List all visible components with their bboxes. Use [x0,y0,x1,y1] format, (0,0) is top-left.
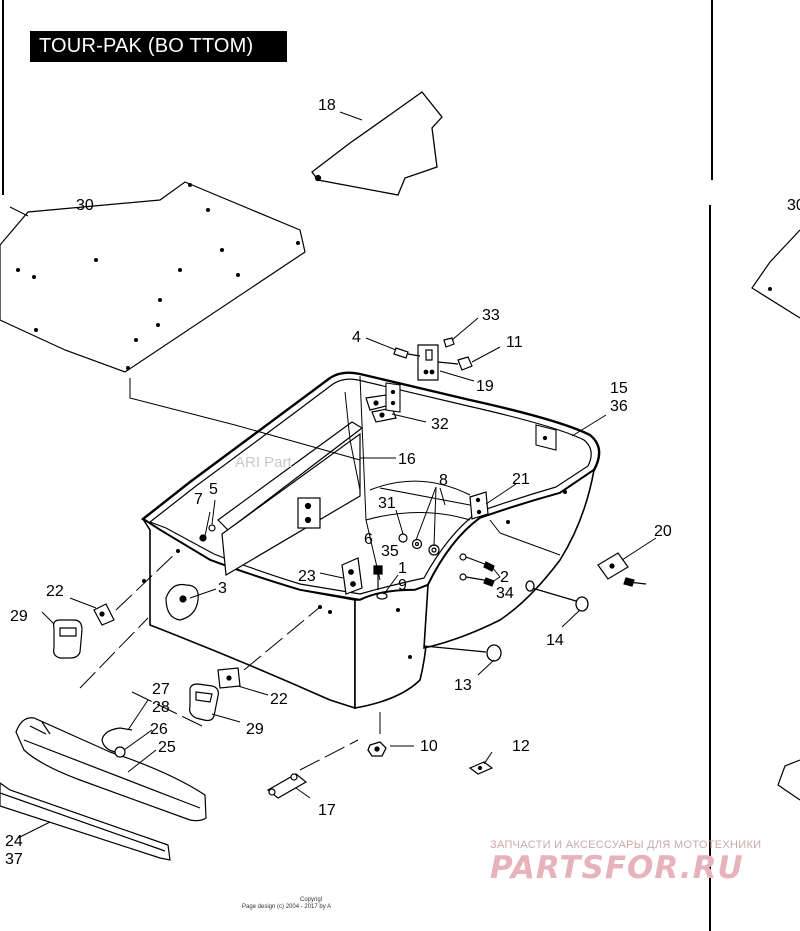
part-14-grommet [525,580,589,612]
callout-36: 36 [610,398,628,415]
callout-12: 12 [512,738,530,755]
callout-11: 11 [506,334,523,351]
callout-17: 17 [318,802,336,819]
part-3-latch-plate [165,583,199,621]
callout-31: 31 [378,495,396,512]
callout-32: 32 [431,416,449,433]
callout-8: 8 [439,472,448,489]
page-title: TOUR-PAK (BO TTOM) [30,31,287,62]
part-7-screw [199,524,216,542]
callout-22-right: 22 [270,691,288,708]
copyright-line-2: Page design (c) 2004 - 2017 by A [242,904,331,910]
callout-13: 13 [454,677,472,694]
callout-24: 24 [5,833,23,850]
part-25-lower-trim [15,717,207,822]
guide-lines [234,391,561,556]
callout-34: 34 [496,585,514,602]
callout-21: 21 [512,471,530,488]
part-24-strip [0,782,171,861]
callout-7: 7 [194,491,203,508]
callout-6: 6 [364,531,373,548]
callout-9: 9 [398,577,407,594]
part-18-bracket [311,91,443,196]
part-4-screw [393,347,421,359]
callout-10: 10 [420,738,438,755]
part-29-pad-left [53,619,83,659]
rim-bracket [385,382,557,451]
part-13-grommet [423,644,502,662]
brand-tagline: ЗАПЧАСТИ И АКСЕССУАРЫ ДЛЯ МОТОТЕХНИКИ [490,839,761,851]
callout-29-right: 29 [246,721,264,738]
part-30-floor-pad [0,181,306,373]
part-21-hinge [469,491,489,520]
callout-30-right: 30 [787,197,800,214]
part-31-washers [398,533,440,556]
dashed-leaders [79,550,381,771]
part-33-screw [443,337,455,348]
watermark: ARI Part [235,454,293,471]
callout-30: 30 [76,197,94,214]
part-22-clip-right [217,667,241,689]
part-17-hasp [266,773,308,799]
part-16-strip [217,421,364,576]
part-29-pad-right [189,683,219,722]
part-10-nut [367,741,387,757]
part-19-hinge [417,344,439,381]
part-26-bulb [101,727,133,758]
callout-26: 26 [150,721,168,738]
callout-29-left: 29 [10,608,28,625]
callout-18: 18 [318,97,336,114]
part-32-plates [365,394,397,423]
leader-lines-top [9,206,236,426]
callout-22-left: 22 [46,583,64,600]
callout-3: 3 [218,580,227,597]
part-22-clip-left [93,603,115,626]
part-20-bracket [597,552,647,587]
callout-23: 23 [298,568,316,585]
callout-37: 37 [5,851,23,868]
callout-27: 27 [152,681,170,698]
part-2-screws [459,553,495,587]
callout-33: 33 [482,307,500,324]
brand-logo: PARTSFOR.RU [490,850,744,886]
callout-20: 20 [654,523,672,540]
callout-leaders [17,111,657,839]
callout-19: 19 [476,378,494,395]
callout-25: 25 [158,739,176,756]
part-24-trim-right [777,759,800,801]
part-6-screw [373,565,388,600]
part-12-clip [468,761,494,775]
frame-lines [2,0,713,931]
callout-35: 35 [381,543,399,560]
callout-14: 14 [546,632,564,649]
callout-1: 1 [398,560,407,577]
callout-4: 4 [352,329,361,346]
part-11-pin [437,356,473,371]
copyright-line-1: Copyrigl [300,897,322,903]
callout-numbers: 18 30 30 4 33 11 19 32 15 36 16 8 21 31 … [5,97,800,868]
part-30-floor-pad-right [751,229,800,319]
part-23-latch [341,557,363,595]
tour-pak-shell [140,371,601,710]
callout-15: 15 [610,380,628,397]
callout-2: 2 [500,569,509,586]
callout-28: 28 [152,699,170,716]
callout-16: 16 [398,451,416,468]
callout-5: 5 [209,481,218,498]
